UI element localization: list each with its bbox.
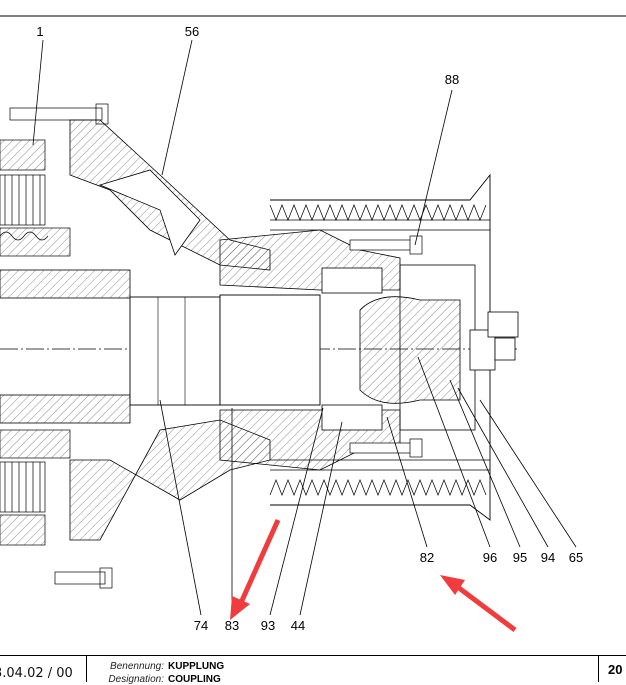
bolt-88 [349, 235, 423, 255]
benennung-value: KUPPLUNG [168, 661, 225, 672]
designation-label: Designation: [108, 674, 164, 685]
callout-95: 95 [513, 550, 527, 565]
callout-44: 44 [291, 618, 305, 633]
red-arrow-left [230, 518, 281, 620]
vent-fitting [98, 169, 201, 256]
title-block: 3.04.02 / 00 Benennung: KUPPLUNG Designat… [0, 655, 626, 685]
main-shaft [219, 294, 321, 406]
callout-88: 88 [445, 72, 459, 87]
end-cap [359, 296, 461, 404]
callout-65: 65 [569, 550, 583, 565]
callout-1: 1 [36, 24, 43, 39]
housing-upper-left [0, 269, 131, 299]
callout-82: 82 [420, 550, 434, 565]
clutch-pack-lower [0, 429, 71, 546]
title-block-divider [86, 656, 87, 682]
bearing-upper [321, 267, 383, 294]
benennung-row: Benennung: KUPPLUNG [92, 661, 224, 672]
housing-lower-left [0, 394, 131, 424]
page-number: 20 [608, 662, 623, 677]
main-hub [129, 296, 221, 406]
designation-row: Designation: COUPLING [92, 674, 221, 685]
callout-96: 96 [483, 550, 497, 565]
designation-value: COUPLING [168, 674, 221, 685]
end-nut [469, 311, 519, 371]
bolt-lower-left [54, 567, 113, 589]
callout-56: 56 [185, 24, 199, 39]
pulley-grooves-upper [269, 204, 490, 231]
bolt-lower-right [349, 438, 423, 458]
date-version: 3.04.02 / 00 [0, 666, 73, 681]
clutch-pack-upper [0, 139, 71, 257]
callout-94: 94 [541, 550, 555, 565]
red-arrow-right [440, 575, 517, 632]
benennung-label: Benennung: [110, 661, 164, 672]
pulley-grooves-lower [269, 459, 490, 496]
page-divider [598, 656, 599, 682]
leader-lines [32, 39, 577, 616]
bearing-lower [321, 404, 383, 431]
callout-83: 83 [225, 618, 239, 633]
callout-93: 93 [261, 618, 275, 633]
callout-74: 74 [194, 618, 208, 633]
